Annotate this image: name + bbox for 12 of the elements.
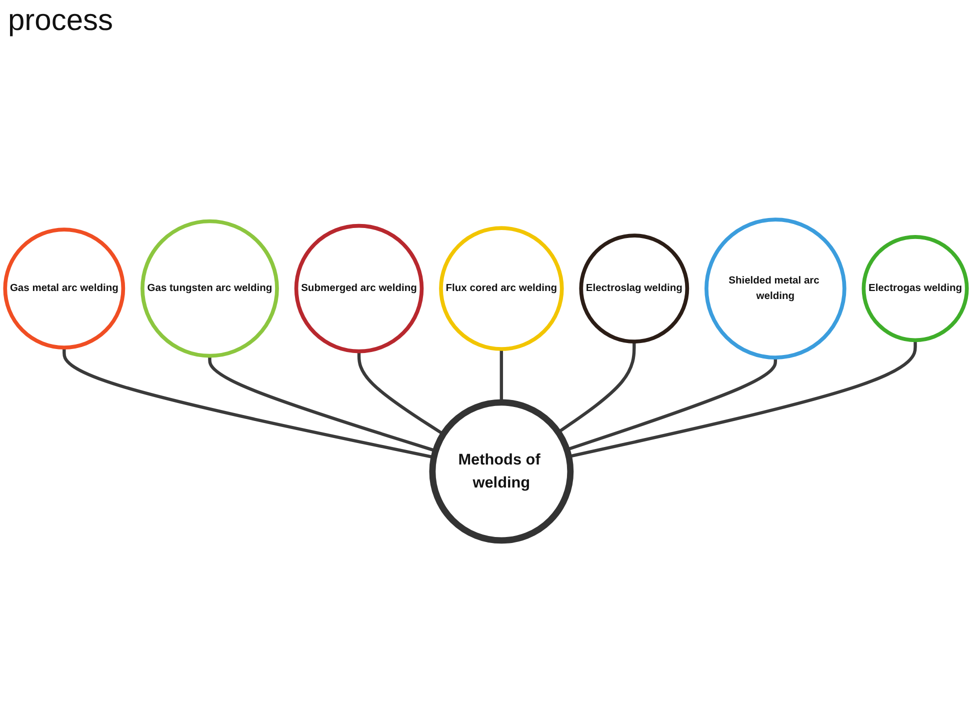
node-circle: Gas metal arc welding — [3, 228, 126, 350]
node-circle: Electroslag welding — [579, 234, 690, 344]
node-circle: Submerged arc welding — [294, 224, 424, 354]
node-circle: Shielded metal arc welding — [704, 218, 846, 360]
node-circle: Methods of welding — [429, 399, 574, 544]
label-text: process — [8, 4, 114, 38]
connector — [357, 351, 444, 436]
node-circle: Electrogas welding — [862, 235, 969, 342]
node-circle: Gas tungsten arc welding — [140, 219, 279, 358]
connector — [500, 349, 504, 402]
node-circle: Flux cored arc welding — [439, 226, 564, 351]
connector — [557, 342, 636, 434]
